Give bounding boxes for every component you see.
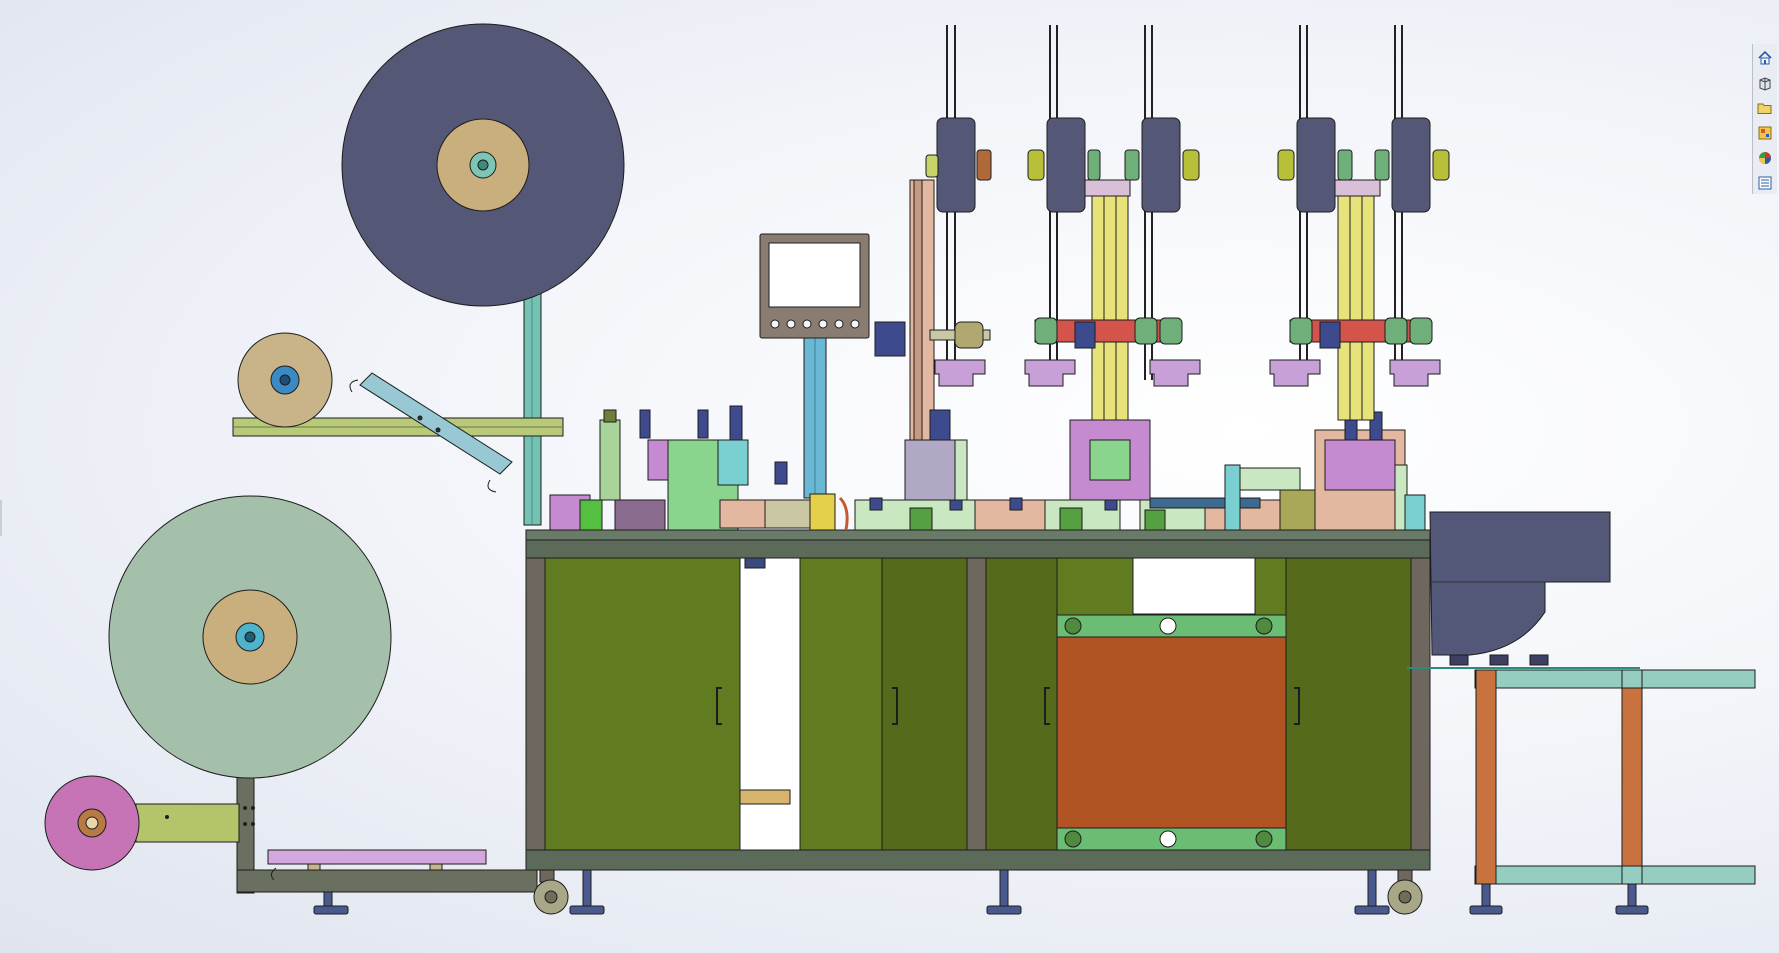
tower-1 xyxy=(1059,179,1131,421)
center-panel xyxy=(1056,614,1287,851)
task-pane-tab-view-palette[interactable] xyxy=(1753,121,1777,144)
cable-reel-4 xyxy=(1277,117,1353,213)
cable-reel-3 xyxy=(1124,117,1200,213)
home-icon xyxy=(1758,50,1772,64)
cable-reel-5 xyxy=(1374,117,1450,213)
feet xyxy=(533,869,1423,915)
roller-row-left xyxy=(874,317,1201,387)
task-pane-tab-custom-properties[interactable] xyxy=(1753,171,1777,194)
bowl-feeder xyxy=(1429,511,1611,666)
task-pane-tab-appearances[interactable] xyxy=(1753,146,1777,169)
large-light-reel xyxy=(108,495,392,779)
lower-frame-arm xyxy=(135,774,538,915)
tabletop-stations xyxy=(549,179,1426,531)
view-palette-icon xyxy=(1758,126,1772,139)
cable-reel-1 xyxy=(925,117,992,213)
conveyor-table xyxy=(1407,667,1756,915)
small-shelf-reel xyxy=(237,332,333,428)
machine-frame xyxy=(525,529,1431,871)
appearances-icon xyxy=(1759,151,1771,164)
design-library-icon xyxy=(1759,76,1771,91)
pink-reel xyxy=(44,775,169,871)
folder-icon xyxy=(1757,103,1772,114)
custom-properties-icon xyxy=(1758,176,1772,189)
roller-row-right xyxy=(1269,317,1441,387)
top-reel-support xyxy=(523,289,542,526)
hmi-monitor xyxy=(759,233,870,499)
big-top-reel xyxy=(341,23,625,307)
feature-tree-collapse-handle[interactable] xyxy=(0,500,2,536)
cable-reel-2 xyxy=(1027,117,1101,213)
guide-plate xyxy=(349,372,513,493)
task-pane xyxy=(1752,44,1777,194)
task-pane-tab-design-library[interactable] xyxy=(1753,71,1777,94)
task-pane-tab-resources[interactable] xyxy=(1753,46,1777,69)
shelf-upper xyxy=(232,417,564,437)
tower-2 xyxy=(1309,179,1381,421)
task-pane-tab-file-explorer[interactable] xyxy=(1753,96,1777,119)
